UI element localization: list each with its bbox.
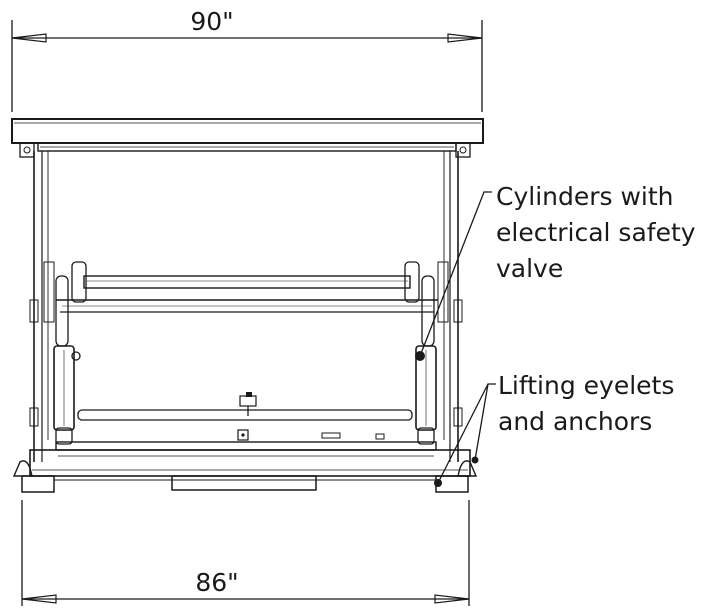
- left-guide-block-upper: [29, 299, 39, 323]
- lower-fitting-small: [375, 433, 385, 440]
- right-scissor-plate: [437, 261, 449, 323]
- top-dimension-label: 90": [190, 7, 233, 36]
- upper-roller-cap-right: [404, 261, 420, 303]
- lower-fitting-right: [321, 432, 341, 439]
- hydraulic-cylinder-right: [415, 275, 437, 445]
- hinge-bracket-right: [455, 142, 471, 158]
- side-frame-left: [29, 151, 55, 462]
- eyelet-leader-line-1: [437, 383, 496, 484]
- center-bracket-bolt: [241, 433, 245, 437]
- callout-cylinders-line-2: electrical safety: [496, 218, 696, 247]
- bottom-dimension-label: 86": [195, 568, 238, 597]
- callout-cylinders: Cylinders with electrical safety valve: [496, 182, 696, 283]
- valve-block: [239, 395, 257, 407]
- hydraulic-cylinder-left: [53, 275, 81, 445]
- valve-handle: [246, 392, 252, 397]
- left-safety-valve: [71, 351, 81, 361]
- bottom-dimension: 86": [21, 500, 470, 606]
- platform-deck: [11, 118, 484, 158]
- base-foot-left: [21, 475, 55, 493]
- callout-lifting: Lifting eyelets and anchors: [498, 371, 674, 436]
- bottom-arrowhead-left: [21, 594, 57, 604]
- upper-roller-tube: [83, 275, 411, 289]
- left-cylinder-foot: [55, 427, 73, 445]
- right-cylinder-barrel: [415, 345, 437, 431]
- hinge-pin-left: [23, 146, 31, 154]
- right-cylinder-foot: [417, 427, 435, 445]
- side-frame-right: [437, 151, 463, 462]
- callout-cylinders-line-1: Cylinders with: [496, 182, 674, 211]
- right-guide-block-lower: [453, 407, 463, 427]
- bottom-arrowhead-right: [434, 594, 470, 604]
- top-dimension: 90": [11, 7, 483, 112]
- ramp-plate: [171, 475, 317, 491]
- left-scissor-plate: [43, 261, 55, 323]
- eyelet-left: [12, 460, 33, 477]
- callout-leaders: [419, 191, 496, 484]
- center-bracket: [237, 429, 249, 441]
- hinge-bracket-left: [19, 142, 35, 158]
- lower-cross-bar: [77, 392, 413, 441]
- eyelet-right: [457, 460, 478, 477]
- right-guide-block-upper: [453, 299, 463, 323]
- left-cylinder-barrel: [53, 345, 75, 431]
- cylinder-leader-line: [419, 191, 492, 357]
- eyelet-leader-line-2: [474, 383, 489, 461]
- base-upper-rail: [55, 441, 437, 451]
- lower-roller-tube: [77, 409, 413, 421]
- top-arrowhead-right: [447, 33, 483, 43]
- left-guide-block-lower: [29, 407, 39, 427]
- left-cylinder-rod: [55, 275, 69, 347]
- hinge-pin-right: [459, 146, 467, 154]
- base-lower-channel: [29, 449, 471, 477]
- callout-lifting-line-1: Lifting eyelets: [498, 371, 674, 400]
- callout-lifting-line-2: and anchors: [498, 407, 652, 436]
- upper-cross-bar: [56, 261, 438, 313]
- lifting-eyelets: [12, 456, 479, 487]
- upper-roller-cap-left: [71, 261, 87, 303]
- base-frame: [21, 441, 471, 493]
- callout-cylinders-line-3: valve: [496, 254, 563, 283]
- top-arrowhead-left: [11, 33, 47, 43]
